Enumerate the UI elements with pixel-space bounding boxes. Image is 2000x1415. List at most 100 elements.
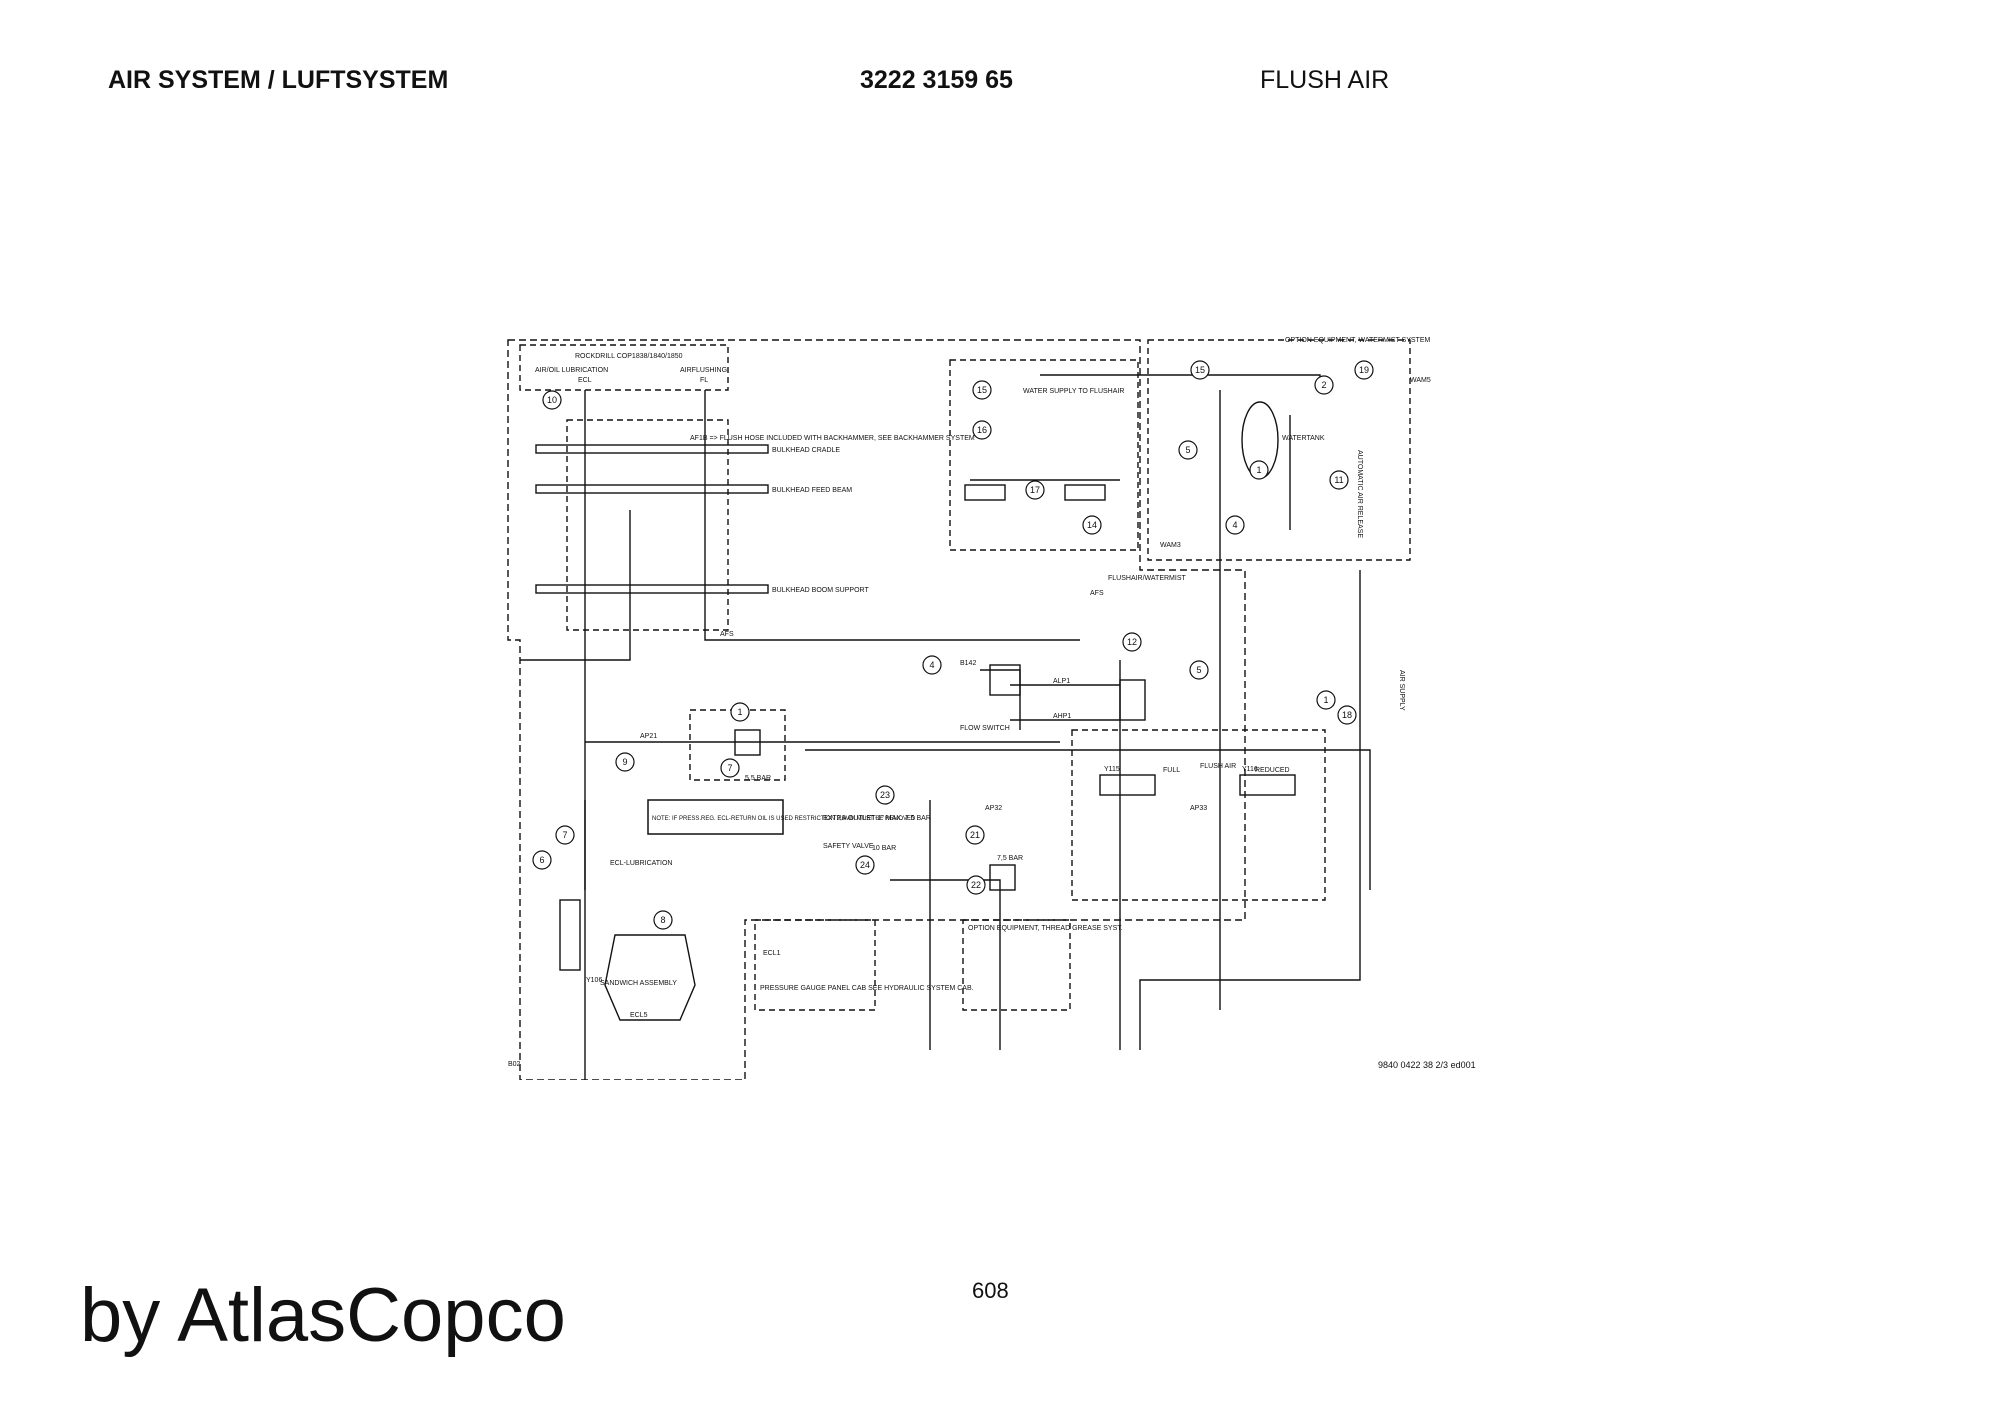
lubrication-label: AIR/OIL LUBRICATION (535, 367, 608, 374)
bulkhead-boom-label: BULKHEAD BOOM SUPPORT (772, 587, 869, 594)
flushair-watermist-label: FLUSHAIR/WATERMIST (1108, 575, 1187, 582)
bulkhead-feed-bar (535, 484, 769, 494)
ap32-label: AP32 (985, 805, 1002, 812)
airflushing-label: AIRFLUSHING (680, 367, 727, 374)
svg-text:7: 7 (727, 763, 732, 773)
auto-release-label: AUTOMATIC AIR RELEASE (1356, 450, 1363, 538)
svg-text:14: 14 (1087, 520, 1097, 530)
svg-text:4: 4 (929, 660, 934, 670)
wam3-label: WAM3 (1160, 542, 1181, 549)
flow-switch-label: FLOW SWITCH (960, 725, 1010, 732)
outer-boundary (507, 339, 1246, 1080)
svg-text:2: 2 (1321, 380, 1326, 390)
y115-label: Y115 (1104, 766, 1120, 773)
air-supply-label: AIR SUPPLY (1398, 670, 1405, 711)
svg-text:11: 11 (1334, 475, 1343, 485)
svg-text:21: 21 (970, 830, 980, 840)
flow-regulator-box (689, 709, 786, 781)
svg-text:1: 1 (737, 707, 742, 717)
five-five-bar-label: 5,5 BAR (745, 775, 771, 782)
b142-label: B142 (960, 660, 976, 667)
rockdrill-box (519, 344, 729, 391)
y112a-valve (1064, 484, 1106, 501)
svg-text:24: 24 (860, 860, 870, 870)
bulkhead-cradle-bar (535, 444, 769, 454)
svg-text:12: 12 (1127, 637, 1137, 647)
bulkhead-cradle-label: BULKHEAD CRADLE (772, 447, 840, 454)
bulkhead-feed-label: BULKHEAD FEED BEAM (772, 487, 852, 494)
ahp1-label: AHP1 (1053, 713, 1071, 720)
ecl-label: ECL (578, 377, 592, 384)
wam5-label: WAM5 (1410, 377, 1431, 384)
note-text: NOTE: IF PRESS.REG. ECL-RETURN OIL IS US… (652, 816, 916, 822)
ap21-label: AP21 (640, 733, 657, 740)
section-title: AIR SYSTEM / LUFTSYSTEM (108, 66, 449, 94)
part-number: 3222 3159 65 (860, 66, 1013, 94)
svg-text:1: 1 (1256, 465, 1261, 475)
regulator-symbol (734, 729, 761, 756)
afs-label: AFS (720, 631, 734, 638)
rockdrill-label: ROCKDRILL COP1838/1840/1850 (575, 353, 683, 360)
reduced-label: REDUCED (1255, 767, 1290, 774)
water-supply-box (949, 359, 1139, 551)
y116-label: Y116 (1242, 766, 1258, 773)
ten-bar-label: 10 BAR (872, 845, 896, 852)
svg-text:8: 8 (660, 915, 665, 925)
bulkhead-boom-bar (535, 584, 769, 594)
extra-outlet-label: EXTRA OUTLET-1" MAX. 7.5 BAR (823, 815, 931, 822)
svg-text:15: 15 (1195, 365, 1205, 375)
y115-valve (1099, 774, 1156, 796)
pressure-gauge-label: PRESSURE GAUGE PANEL CAB SEE HYDRAULIC S… (760, 985, 974, 992)
svg-text:5: 5 (1185, 445, 1190, 455)
svg-text:23: 23 (880, 790, 890, 800)
y106-label: Y106 (586, 977, 602, 984)
svg-text:19: 19 (1359, 365, 1369, 375)
drawing-number: 9840 0422 38 2/3 ed001 (1378, 1060, 1476, 1070)
regulator-75-symbol (989, 864, 1016, 891)
seven-five-bar-label: 7,5 BAR (997, 855, 1023, 862)
y112b-valve (964, 484, 1006, 501)
page-number: 608 (972, 1278, 1009, 1303)
oil-tank-symbol (604, 934, 696, 1021)
pressure-gauge-box (754, 919, 876, 1011)
ecl5-label: ECL5 (630, 1012, 648, 1019)
svg-text:15: 15 (977, 385, 987, 395)
y116-valve (1239, 774, 1296, 796)
svg-text:1: 1 (1323, 695, 1328, 705)
b02-label: B02 (508, 1061, 521, 1068)
svg-text:9: 9 (622, 757, 627, 767)
safety-valve-label: SAFETY VALVE (823, 843, 874, 850)
bulkhead-box (566, 419, 729, 631)
full-label: FULL (1163, 767, 1180, 774)
watertank-label: WATERTANK (1282, 435, 1325, 442)
fl-label: FL (700, 377, 708, 384)
flow-switch-symbol (989, 664, 1021, 696)
pressure-switch-symbol (1119, 679, 1146, 721)
note-box: NOTE: IF PRESS.REG. ECL-RETURN OIL IS US… (647, 799, 916, 835)
sandwich-label: SANDWICH ASSEMBLY (600, 980, 677, 987)
svg-text:18: 18 (1342, 710, 1352, 720)
svg-text:7: 7 (562, 830, 567, 840)
alp1-label: ALP1 (1053, 678, 1070, 685)
water-supply-label: WATER SUPPLY TO FLUSHAIR (1023, 388, 1124, 395)
thread-grease-box (962, 919, 1071, 1011)
ecl-lubrication-label: ECL-LUBRICATION (610, 860, 673, 867)
hose-afs-label: AFS (1090, 590, 1104, 597)
svg-text:4: 4 (1232, 520, 1237, 530)
svg-text:10: 10 (547, 395, 557, 405)
flush-air-label: FLUSH AIR (1200, 763, 1236, 770)
svg-text:5: 5 (1196, 665, 1201, 675)
svg-text:17: 17 (1030, 485, 1040, 495)
subject-title: FLUSH AIR (1260, 66, 1390, 94)
svg-text:6: 6 (539, 855, 544, 865)
option-thread-label: OPTION EQUIPMENT, THREAD GREASE SYST. (968, 925, 1123, 932)
af1b-note: AF1B => FLUSH HOSE INCLUDED WITH BACKHAM… (690, 435, 975, 442)
option-watermist-label: OPTION EQUIPMENT, WATERMIST SYSTEM (1285, 337, 1430, 344)
svg-text:22: 22 (971, 880, 981, 890)
ecl1-label: ECL1 (763, 950, 781, 957)
ap33-label: AP33 (1190, 805, 1207, 812)
y106-valve (559, 899, 581, 971)
svg-text:16: 16 (977, 425, 987, 435)
flush-air-box (1071, 729, 1326, 901)
